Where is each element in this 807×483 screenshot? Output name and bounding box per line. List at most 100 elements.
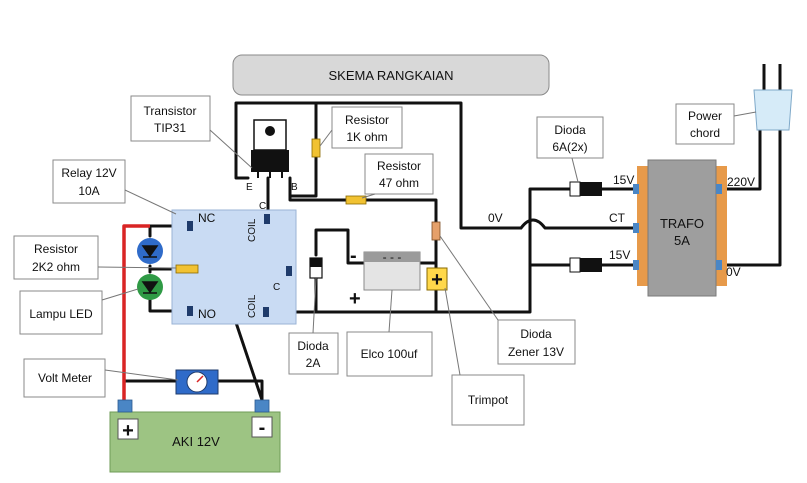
elco-stripe	[364, 252, 420, 262]
callout-volt-meter-text: Volt Meter	[38, 371, 92, 385]
leader-dioda-zener	[439, 235, 499, 321]
callout-relay: Relay 12V 10A	[52, 159, 177, 215]
title-bar: SKEMA RANGKAIAN	[232, 54, 550, 96]
diode-2a-band	[310, 258, 322, 267]
battery-terminal-plus	[117, 399, 133, 413]
net-label-0v: 0V	[488, 211, 503, 225]
callout-dioda-zener: Dioda Zener 13V	[439, 235, 576, 365]
callout-dioda-6a-line2: 6A(2x)	[552, 140, 587, 154]
callout-dioda-2a: Dioda 2A	[288, 277, 339, 375]
callout-resistor-1k-line2: 1K ohm	[346, 130, 387, 144]
trafo-label-220v: 220V	[727, 175, 755, 189]
trafo-body	[647, 159, 717, 297]
relay-coil-bottom-pin	[263, 307, 269, 317]
pin-label-c: C	[259, 201, 266, 212]
transformer: TRAFO 5A 15V CT 15V 220V 0V	[609, 159, 755, 297]
elco-plus: +	[349, 288, 361, 310]
callout-dioda-6a-line1: Dioda	[554, 123, 586, 137]
callout-resistor-2k2: Resistor 2K2 ohm	[13, 235, 177, 280]
callout-box-lampu-led	[19, 290, 103, 335]
leader-resistor-1k	[319, 129, 333, 147]
callout-box-relay	[52, 159, 126, 204]
callout-box-transistor	[130, 95, 211, 142]
callout-resistor-1k: Resistor 1K ohm	[319, 106, 403, 149]
callout-transistor-line1: Transistor	[144, 104, 197, 118]
transistor-body	[251, 150, 289, 172]
volt-meter	[175, 369, 219, 395]
callout-lampu-led: Lampu LED	[19, 288, 139, 335]
leader-elco	[388, 289, 393, 333]
callout-box-dioda-zener	[497, 319, 576, 365]
wire-top-loop	[234, 101, 523, 230]
callout-box-resistor-47	[364, 153, 434, 195]
callout-box-power-chord	[675, 103, 735, 145]
leader-transistor	[209, 129, 253, 169]
led-green	[137, 274, 163, 300]
leader-resistor-47	[361, 193, 376, 199]
battery-aki: + - AKI 12V	[109, 399, 281, 473]
diode-6a-top-body	[580, 182, 602, 196]
wire-battery-positive-red	[122, 224, 150, 400]
callout-box-resistor-1k	[331, 106, 403, 149]
relay-c-pin	[286, 266, 292, 276]
relay-nc-pin	[187, 221, 193, 231]
diode-6a-bottom-band	[569, 257, 581, 273]
pin-label-b: B	[291, 182, 298, 193]
resistor-2k2	[175, 264, 199, 274]
leader-dioda-2a	[312, 277, 317, 334]
volt-meter-needle	[196, 375, 204, 383]
resistor-1k	[311, 138, 321, 158]
trafo-pin-15v-bottom	[633, 260, 639, 270]
callout-transistor-line2: TIP31	[154, 121, 186, 135]
callout-dioda-zener-line1: Dioda	[520, 327, 552, 341]
relay-no-pin	[187, 306, 193, 316]
callout-box-volt-meter	[23, 358, 106, 398]
callout-trimpot-text: Trimpot	[468, 393, 509, 407]
leader-lampu-led	[101, 288, 139, 301]
leader-resistor-2k2	[97, 266, 177, 269]
diode-blue-symbol	[141, 245, 159, 258]
trafo-pin-0v	[716, 260, 722, 270]
relay-coil-top-pin	[264, 214, 270, 224]
wire-diode-top	[528, 187, 572, 230]
wire-diode-bottom	[528, 226, 572, 267]
relay-nc-label: NC	[198, 211, 216, 225]
trafo-label-15v-bottom: 15V	[609, 248, 630, 262]
battery-plus-sign: +	[122, 420, 134, 442]
diode-6a-top	[569, 181, 602, 197]
trafo-pin-220v	[716, 184, 722, 194]
relay-coil-bottom-label: COIL	[247, 294, 258, 318]
wire-voltmeter-minus	[216, 379, 264, 402]
relay-coil-top-label: COIL	[247, 218, 258, 242]
leader-trimpot	[444, 287, 461, 376]
callout-volt-meter: Volt Meter	[23, 358, 179, 398]
callout-dioda-2a-line1: Dioda	[297, 339, 329, 353]
trafo-name-1: TRAFO	[660, 216, 704, 231]
callout-resistor-2k2-line1: Resistor	[34, 242, 78, 256]
battery-minus-sign: -	[259, 417, 266, 439]
callout-power-chord-line2: chord	[690, 126, 720, 140]
diode-6a-bottom-body	[580, 258, 602, 272]
callout-trimpot: Trimpot	[444, 287, 525, 426]
transistor-mounting-hole	[265, 126, 275, 136]
battery-terminal-minus	[254, 399, 270, 413]
trimpot: +	[426, 267, 448, 291]
pin-label-e: E	[246, 182, 253, 193]
trimpot-body	[426, 267, 448, 291]
callout-resistor-2k2-line2: 2K2 ohm	[32, 260, 80, 274]
battery-plus-box	[117, 418, 139, 440]
callout-transistor: Transistor TIP31	[130, 95, 253, 169]
callout-elco: Elco 100uf	[346, 289, 433, 377]
wire-zero-volt-hop	[519, 218, 638, 230]
battery-minus-box	[251, 416, 273, 438]
diode-blue	[137, 238, 163, 264]
wire-positive-rail	[434, 263, 532, 314]
transistor-tip31: E C B	[246, 119, 298, 212]
elco-capacitor: - - - - +	[349, 245, 421, 310]
trafo-name-2: 5A	[674, 233, 690, 248]
callout-power-chord-line1: Power	[688, 109, 722, 123]
battery-name: AKI 12V	[172, 434, 220, 449]
callout-dioda-2a-line2: 2A	[306, 356, 321, 370]
wire-primary-0v	[718, 128, 782, 267]
